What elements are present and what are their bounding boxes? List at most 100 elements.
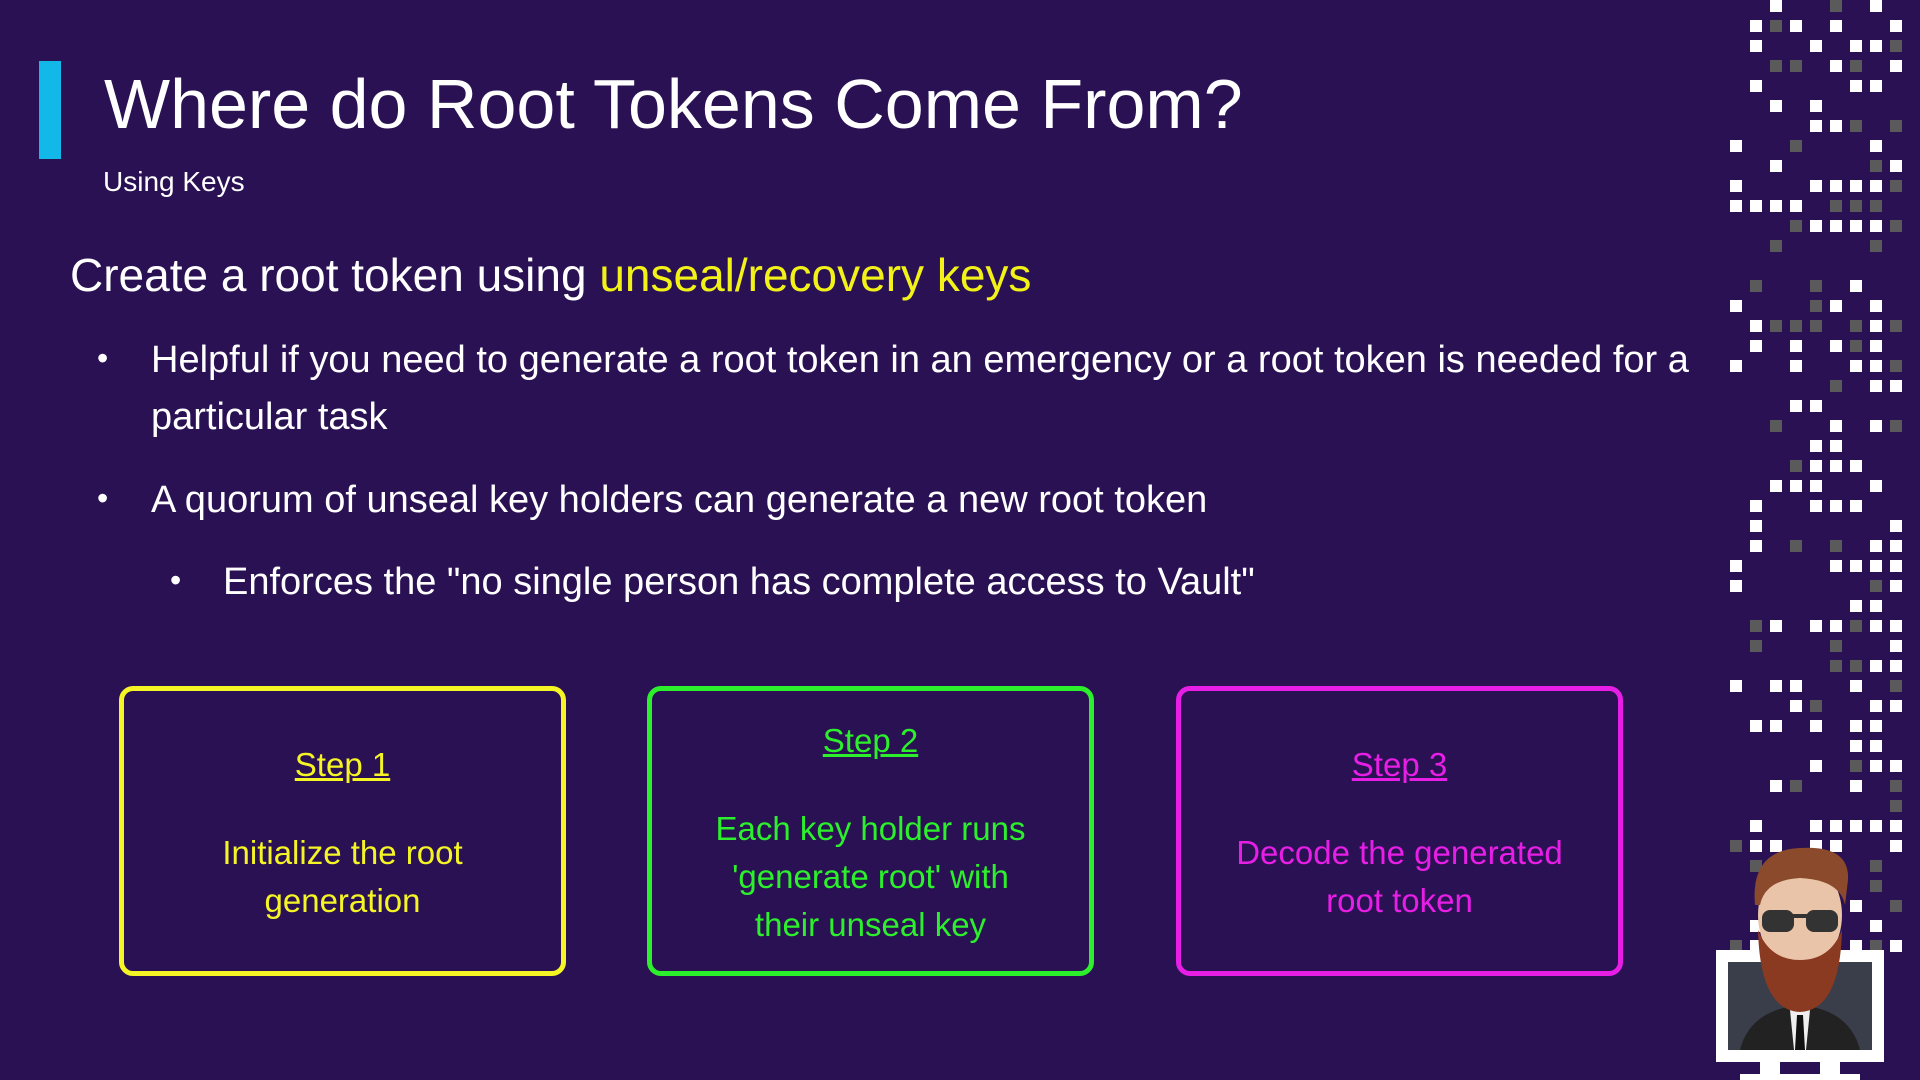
pixel-square <box>1830 200 1842 212</box>
pixel-square <box>1790 780 1802 792</box>
pixel-square <box>1870 660 1882 672</box>
pixel-square <box>1870 420 1882 432</box>
pixel-square <box>1870 920 1882 932</box>
pixel-square <box>1890 800 1902 812</box>
pixel-square <box>1870 880 1882 892</box>
pixel-square <box>1870 940 1882 952</box>
pixel-square <box>1830 180 1842 192</box>
pixel-square <box>1750 40 1762 52</box>
pixel-square <box>1850 760 1862 772</box>
pixel-square <box>1830 220 1842 232</box>
pixel-square <box>1830 820 1842 832</box>
slide-title: Where do Root Tokens Come From? <box>104 65 1243 143</box>
pixel-square <box>1850 280 1862 292</box>
pixel-square <box>1870 760 1882 772</box>
pixel-square <box>1890 840 1902 852</box>
sub-bullet-item: Enforces the "no single person has compl… <box>223 561 1255 603</box>
pixel-square <box>1750 620 1762 632</box>
pixel-square <box>1870 40 1882 52</box>
pixel-square <box>1790 200 1802 212</box>
pixel-square <box>1890 540 1902 552</box>
pixel-square <box>1770 240 1782 252</box>
pixel-square <box>1770 160 1782 172</box>
pixel-square <box>1850 820 1862 832</box>
pixel-square <box>1790 20 1802 32</box>
pixel-square <box>1850 320 1862 332</box>
pixel-square <box>1870 240 1882 252</box>
pixel-square <box>1730 140 1742 152</box>
pixel-square <box>1870 700 1882 712</box>
pixel-square <box>1850 80 1862 92</box>
pixel-square <box>1890 580 1902 592</box>
pixel-square <box>1850 180 1862 192</box>
slide-subtitle: Using Keys <box>103 166 245 197</box>
pixel-square <box>1790 360 1802 372</box>
pixel-square <box>1730 180 1742 192</box>
pixel-square <box>1810 400 1822 412</box>
pixel-square <box>1770 200 1782 212</box>
pixel-square <box>1870 480 1882 492</box>
pixel-square <box>1870 0 1882 12</box>
pixel-square <box>1850 40 1862 52</box>
pixel-square <box>1850 200 1862 212</box>
pixel-square <box>1830 560 1842 572</box>
pixel-square <box>1830 540 1842 552</box>
pixel-square <box>1750 520 1762 532</box>
pixel-square <box>1790 140 1802 152</box>
pixel-square <box>1890 120 1902 132</box>
pixel-square <box>1870 200 1882 212</box>
pixel-square <box>1870 720 1882 732</box>
pixel-square <box>1830 420 1842 432</box>
decorative-pixel-pattern <box>1730 0 1920 952</box>
pixel-square <box>1770 840 1782 852</box>
pixel-square <box>1810 440 1822 452</box>
pixel-square <box>1850 900 1862 912</box>
pixel-square <box>1890 220 1902 232</box>
pixel-square <box>1810 100 1822 112</box>
pixel-square <box>1730 680 1742 692</box>
pixel-square <box>1890 780 1902 792</box>
pixel-square <box>1810 180 1822 192</box>
pixel-square <box>1770 0 1782 12</box>
pixel-square <box>1890 40 1902 52</box>
pixel-square <box>1890 900 1902 912</box>
pixel-square <box>1750 80 1762 92</box>
pixel-square <box>1810 220 1822 232</box>
pixel-square <box>1730 940 1742 952</box>
pixel-square <box>1870 740 1882 752</box>
bullet-item: Helpful if you need to generate a root t… <box>151 339 1689 438</box>
presenter-avatar-illustration <box>1716 847 1884 1080</box>
section-heading: Create a root token using unseal/recover… <box>70 248 1031 302</box>
pixel-square <box>1850 660 1862 672</box>
pixel-square <box>1850 220 1862 232</box>
pixel-square <box>1850 600 1862 612</box>
pixel-square <box>1870 560 1882 572</box>
pixel-square <box>1770 780 1782 792</box>
pixel-square <box>1890 520 1902 532</box>
pixel-square <box>1890 940 1902 952</box>
title-accent-bar <box>39 61 61 159</box>
step-1-text: Initialize the root generation <box>222 834 463 919</box>
pixel-square <box>1770 720 1782 732</box>
pixel-square <box>1890 20 1902 32</box>
pixel-square <box>1890 700 1902 712</box>
pixel-square <box>1870 320 1882 332</box>
step-3-label: Step 3 <box>1351 746 1448 783</box>
heading-prefix: Create a root token using <box>70 249 600 301</box>
pixel-square <box>1790 680 1802 692</box>
pixel-square <box>1830 120 1842 132</box>
pixel-square <box>1730 580 1742 592</box>
pixel-square <box>1750 500 1762 512</box>
pixel-square <box>1870 180 1882 192</box>
pixel-square <box>1810 720 1822 732</box>
pixel-square <box>1890 160 1902 172</box>
pixel-square <box>1770 60 1782 72</box>
pixel-square <box>1790 220 1802 232</box>
pixel-square <box>1810 820 1822 832</box>
pixel-square <box>1850 120 1862 132</box>
pixel-square <box>1890 420 1902 432</box>
pixel-square <box>1810 460 1822 472</box>
step-2-box: Step 2 Each key holder runs 'generate ro… <box>647 686 1094 976</box>
pixel-square <box>1890 640 1902 652</box>
pixel-square <box>1730 840 1742 852</box>
